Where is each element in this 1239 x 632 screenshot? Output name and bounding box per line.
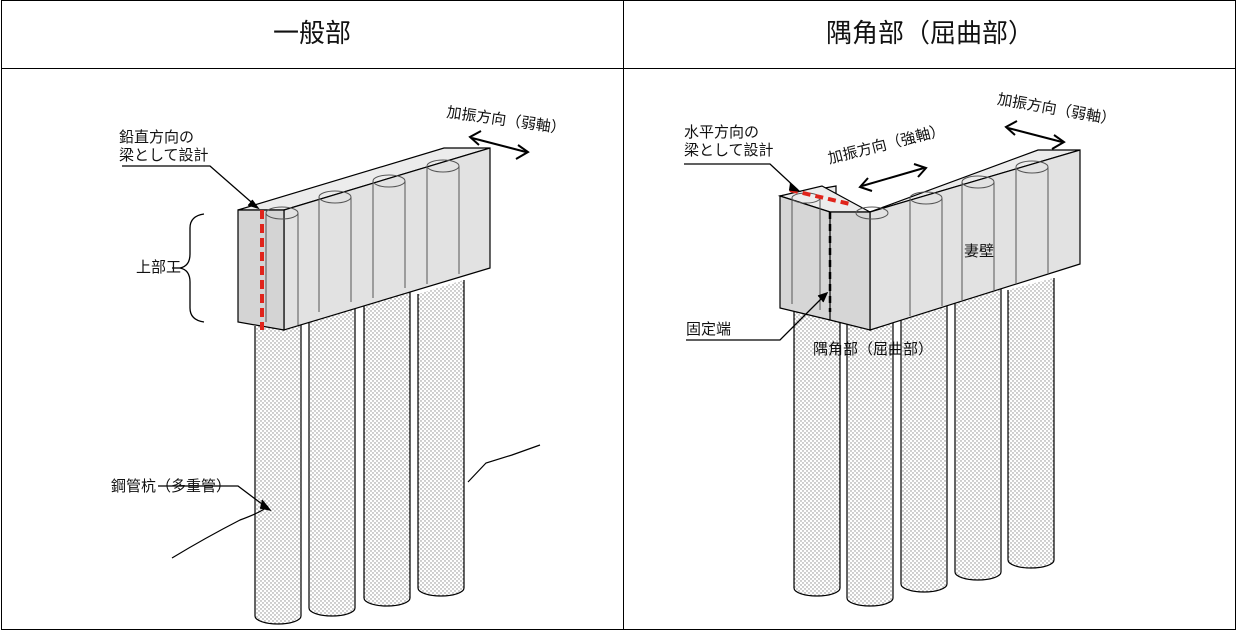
fixed-end-label: 固定端 bbox=[686, 320, 732, 338]
left-design-label-2: 梁として設計 bbox=[119, 146, 209, 164]
right-design-label-1: 水平方向の bbox=[684, 123, 760, 141]
pile-4 bbox=[417, 280, 465, 597]
horizontal-design-line bbox=[789, 188, 851, 206]
right-design-label-2: 梁として設計 bbox=[684, 141, 774, 159]
column-divider bbox=[623, 0, 624, 630]
header-corner-section: 隅角部（屈曲部） bbox=[825, 19, 1034, 49]
pile-2 bbox=[308, 298, 356, 617]
header-general-section: 一般部 bbox=[272, 19, 351, 49]
left-ground-lines bbox=[171, 444, 541, 559]
superstructure-label: 上部工 bbox=[136, 258, 182, 276]
right-leaders bbox=[684, 163, 829, 341]
right-cap-block bbox=[777, 149, 1081, 331]
pile-3 bbox=[363, 288, 411, 607]
left-leaders bbox=[122, 165, 272, 511]
corner-section-label: 隅角部（屈曲部） bbox=[813, 340, 934, 358]
left-design-label-1: 鉛直方向の bbox=[119, 128, 195, 146]
steel-pipe-pile-label: 鋼管杭（多重管） bbox=[111, 477, 232, 495]
left-cap-block bbox=[237, 147, 491, 331]
pile-1 bbox=[254, 318, 302, 625]
gable-wall-label: 妻壁 bbox=[964, 242, 995, 260]
weak-axis-arrow-right bbox=[1004, 120, 1066, 150]
right-piles bbox=[793, 278, 1055, 607]
strong-axis-arrow bbox=[858, 163, 928, 192]
header-divider bbox=[1, 68, 1236, 69]
weak-axis-arrow-left bbox=[468, 130, 530, 160]
left-piles bbox=[254, 280, 465, 625]
